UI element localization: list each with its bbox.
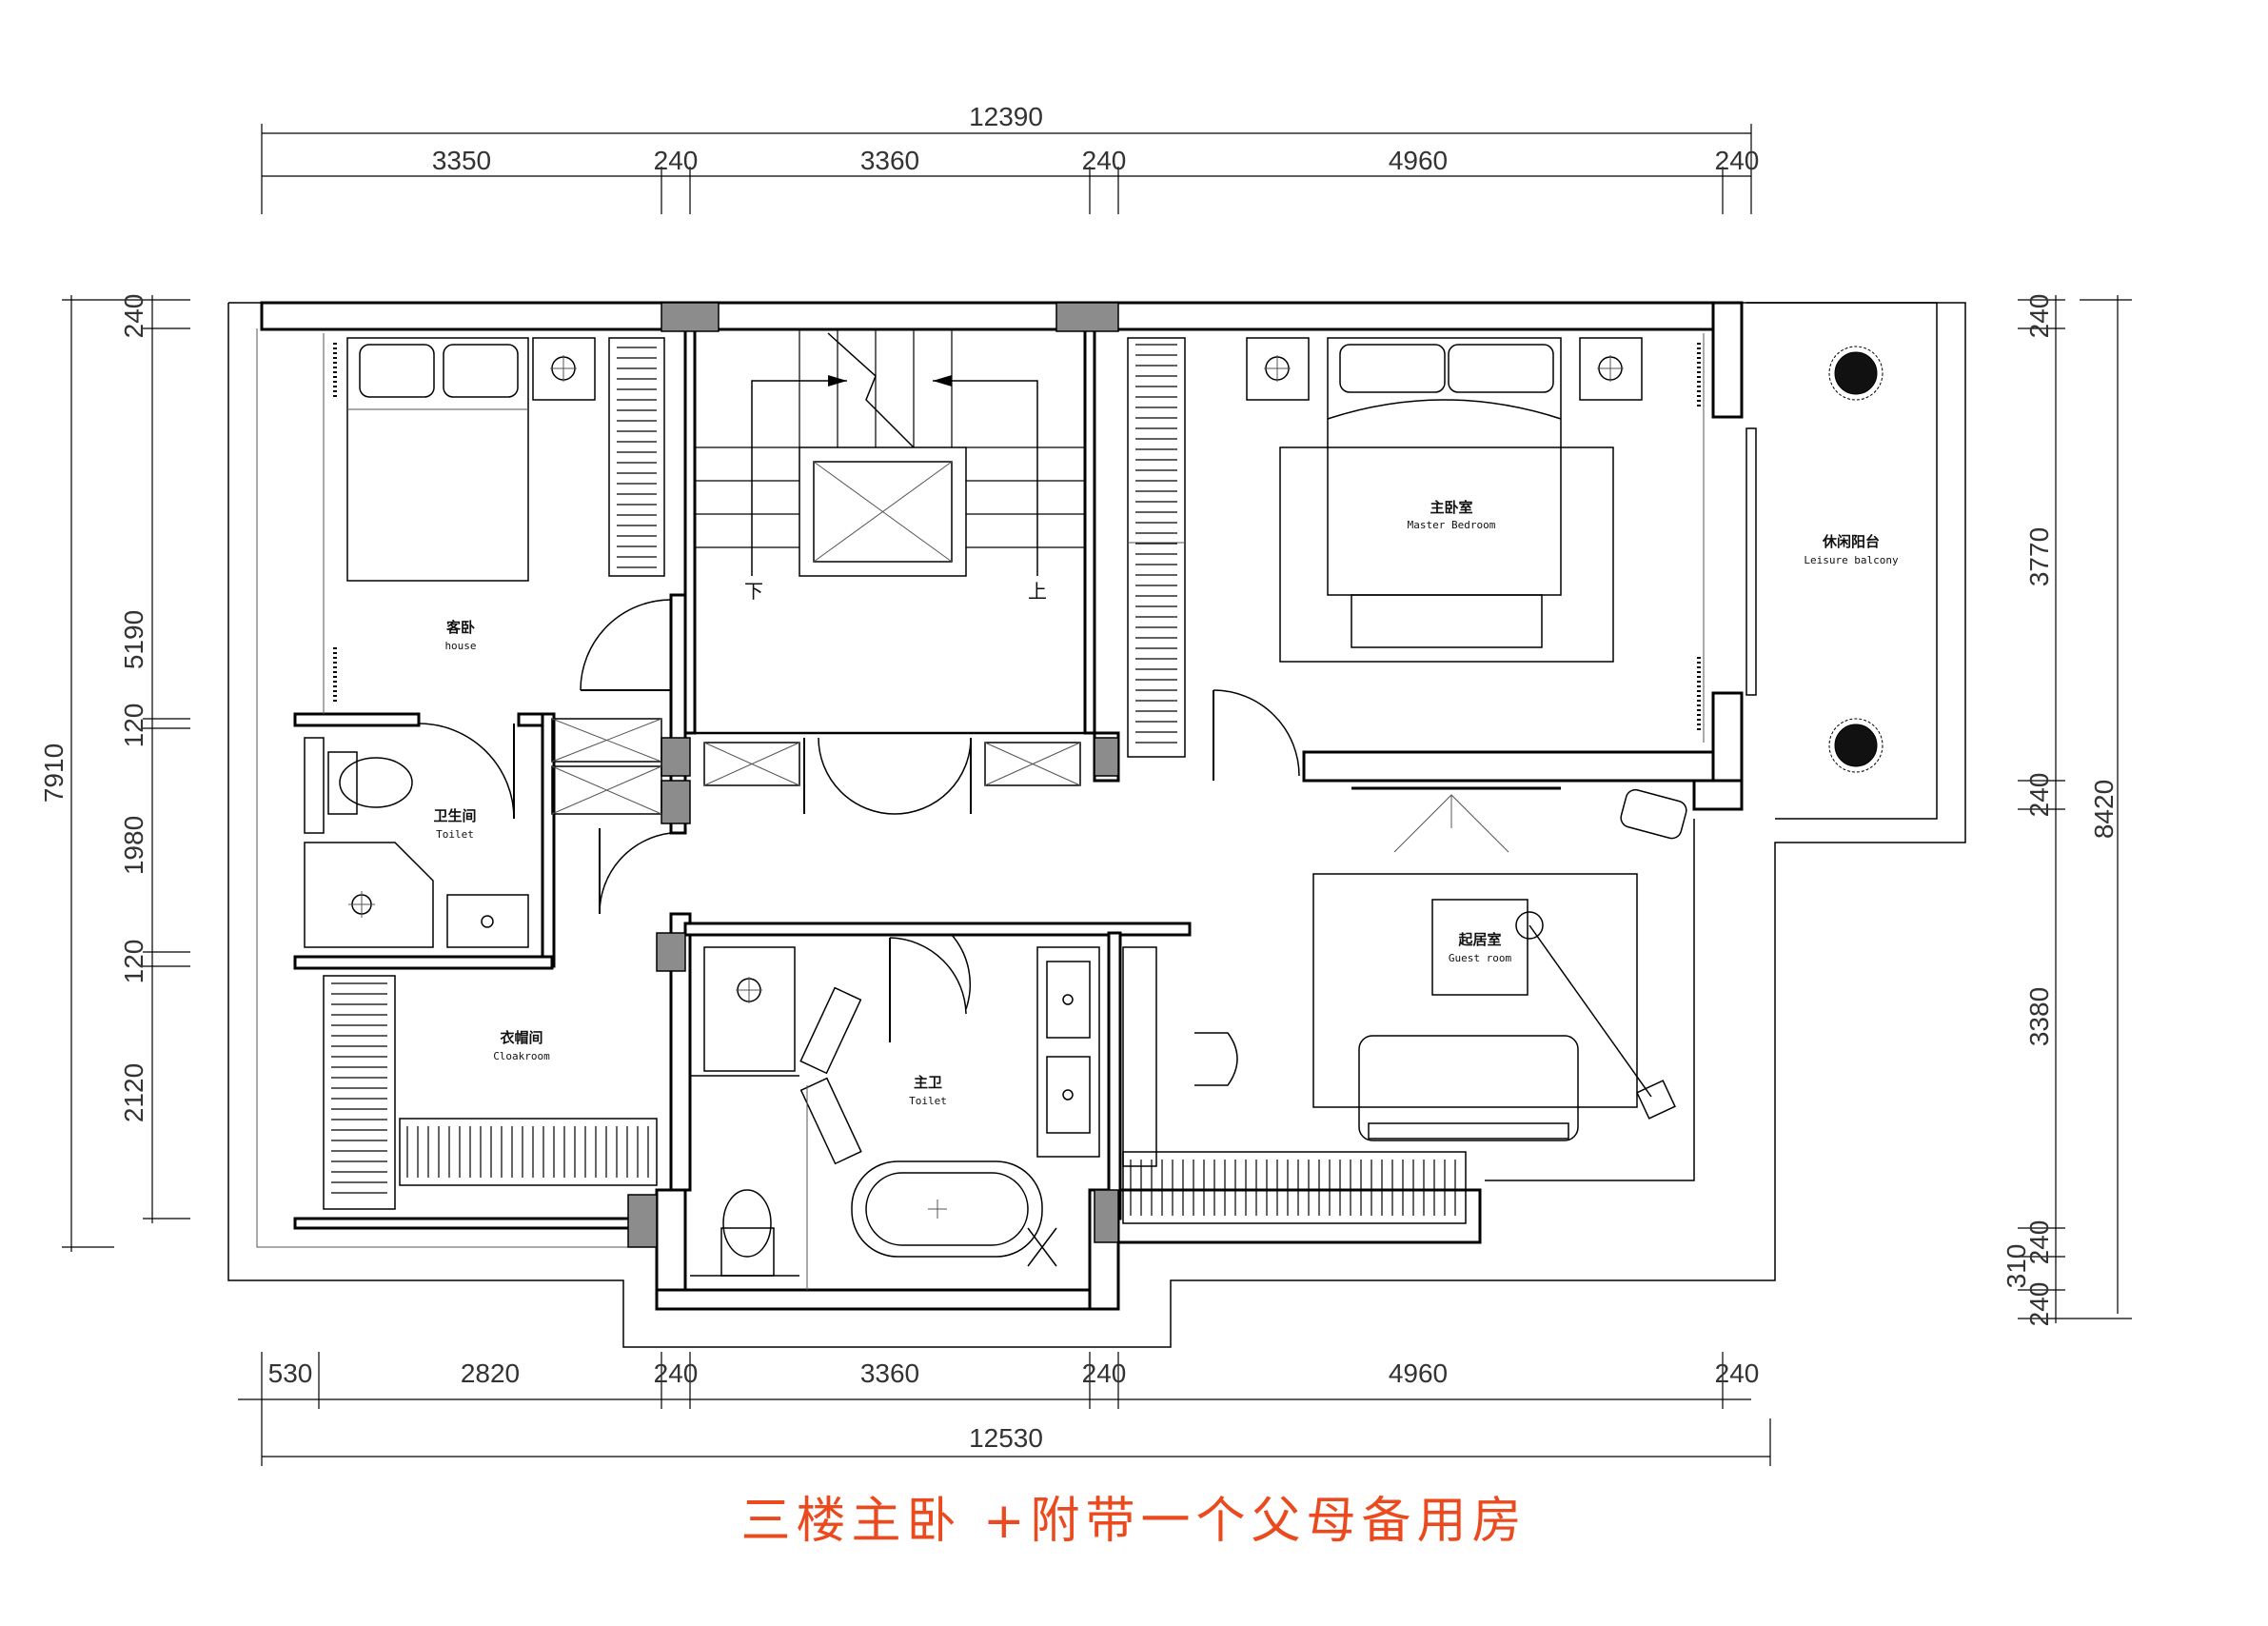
interior-walls bbox=[293, 327, 1715, 1220]
dim-top-3: 240 bbox=[1082, 146, 1127, 175]
toilet-small: 卫生间 Toilet bbox=[304, 737, 529, 948]
dim-bottom-0: 530 bbox=[268, 1358, 313, 1388]
room-cloakroom-en: Cloakroom bbox=[493, 1050, 550, 1062]
left-dimensions: 7910 240 5190 120 1980 120 2120 bbox=[39, 294, 190, 1252]
balcony: 休闲阳台 Leisure balcony bbox=[1745, 302, 1938, 820]
master-bedroom: 主卧室 Master Bedroom bbox=[1127, 333, 1705, 781]
dim-bottom-total: 12530 bbox=[969, 1423, 1043, 1453]
dim-top-2: 3360 bbox=[860, 146, 919, 175]
dim-top-0: 3350 bbox=[432, 146, 491, 175]
dim-right-2: 240 bbox=[2024, 773, 2054, 818]
guest-bedroom: 客卧 house bbox=[323, 333, 672, 820]
dim-bottom-4: 240 bbox=[1082, 1358, 1127, 1388]
dim-left-2: 120 bbox=[119, 704, 148, 748]
dim-right-6: 240 bbox=[2024, 1282, 2054, 1327]
dim-right-0: 240 bbox=[2024, 294, 2054, 339]
living-room: 起居室 Guest room bbox=[951, 786, 1695, 1224]
plan-caption: 三楼主卧 +附带一个父母备用房 bbox=[740, 1493, 1528, 1550]
right-dimensions: 8420 240 3770 240 3380 240 310 240 bbox=[2002, 294, 2132, 1327]
room-living-cn: 起居室 bbox=[1457, 931, 1501, 948]
master-bath: 主卫 Toilet bbox=[690, 937, 1100, 1290]
room-cloakroom-cn: 衣帽间 bbox=[500, 1029, 542, 1046]
dim-bottom-6: 240 bbox=[1715, 1358, 1760, 1388]
dim-bottom-2: 240 bbox=[654, 1358, 699, 1388]
dim-left-total: 7910 bbox=[39, 744, 69, 803]
dim-right-1: 3770 bbox=[2024, 527, 2054, 586]
stairwell: 下 上 bbox=[695, 328, 1085, 603]
bottom-dimensions: 530 2820 240 3360 240 4960 240 12530 bbox=[238, 1352, 1771, 1466]
room-master-bath-en: Toilet bbox=[909, 1095, 947, 1107]
dim-right-5: 310 bbox=[2002, 1244, 2031, 1289]
room-master-bath-cn: 主卫 bbox=[914, 1074, 942, 1091]
dim-right-4: 240 bbox=[2024, 1220, 2054, 1265]
dim-bottom-3: 3360 bbox=[860, 1358, 919, 1388]
room-toilet-small-en: Toilet bbox=[436, 828, 474, 841]
dim-left-0: 240 bbox=[119, 294, 148, 339]
dim-bottom-5: 4960 bbox=[1389, 1358, 1448, 1388]
dim-top-5: 240 bbox=[1715, 146, 1760, 175]
top-dimensions: 12390 3350 240 3360 240 4960 240 bbox=[261, 102, 1760, 214]
inner-outline bbox=[256, 328, 657, 1248]
room-master-bed-en: Master Bedroom bbox=[1408, 519, 1496, 531]
slab-outline bbox=[227, 302, 1966, 1348]
room-guest-bed-cn: 客卧 bbox=[445, 619, 475, 636]
dim-left-5: 2120 bbox=[119, 1063, 148, 1122]
columns bbox=[627, 302, 1119, 1248]
room-living-en: Guest room bbox=[1449, 952, 1512, 964]
corridor-doors bbox=[703, 737, 1081, 815]
dim-bottom-1: 2820 bbox=[461, 1358, 520, 1388]
dim-top-total: 12390 bbox=[969, 102, 1043, 131]
dim-right-3: 3380 bbox=[2024, 987, 2054, 1046]
stair-up-label: 上 bbox=[1028, 580, 1047, 603]
dim-right-total: 8420 bbox=[2089, 780, 2119, 839]
room-master-bed-cn: 主卧室 bbox=[1430, 499, 1472, 516]
dim-top-4: 4960 bbox=[1389, 146, 1448, 175]
stair-down-label: 下 bbox=[744, 580, 763, 603]
room-balcony-en: Leisure balcony bbox=[1804, 554, 1899, 566]
dim-left-3: 1980 bbox=[119, 816, 148, 875]
exterior-walls bbox=[260, 301, 1744, 1311]
room-balcony-cn: 休闲阳台 bbox=[1822, 533, 1880, 550]
dim-left-4: 120 bbox=[119, 940, 148, 984]
dim-left-1: 5190 bbox=[119, 610, 148, 669]
cloakroom: 衣帽间 Cloakroom bbox=[323, 828, 672, 1210]
room-toilet-small-cn: 卫生间 bbox=[433, 807, 476, 824]
room-guest-bed-en: house bbox=[444, 640, 476, 652]
dim-top-1: 240 bbox=[654, 146, 699, 175]
